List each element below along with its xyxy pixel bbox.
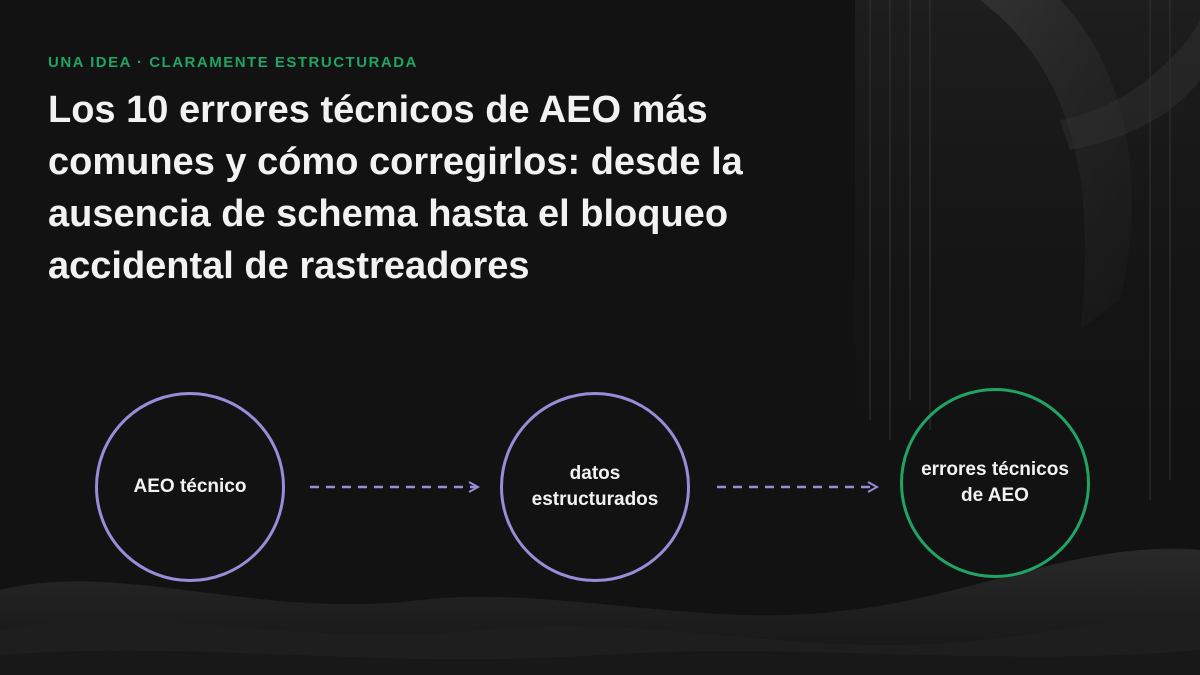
- diagram-node: datos estructurados: [500, 392, 690, 582]
- diagram-node-highlight: errores técnicos de AEO: [900, 388, 1090, 578]
- node-label: AEO técnico: [133, 476, 247, 497]
- node-label: errores técnicos de AEO: [921, 459, 1069, 506]
- eyebrow-label: UNA IDEA · CLARAMENTE ESTRUCTURADA: [48, 54, 418, 71]
- diagram-node: AEO técnico: [95, 392, 285, 582]
- node-label: datos estructurados: [531, 463, 659, 510]
- page-title: Los 10 errores técnicos de AEO más comun…: [48, 89, 743, 287]
